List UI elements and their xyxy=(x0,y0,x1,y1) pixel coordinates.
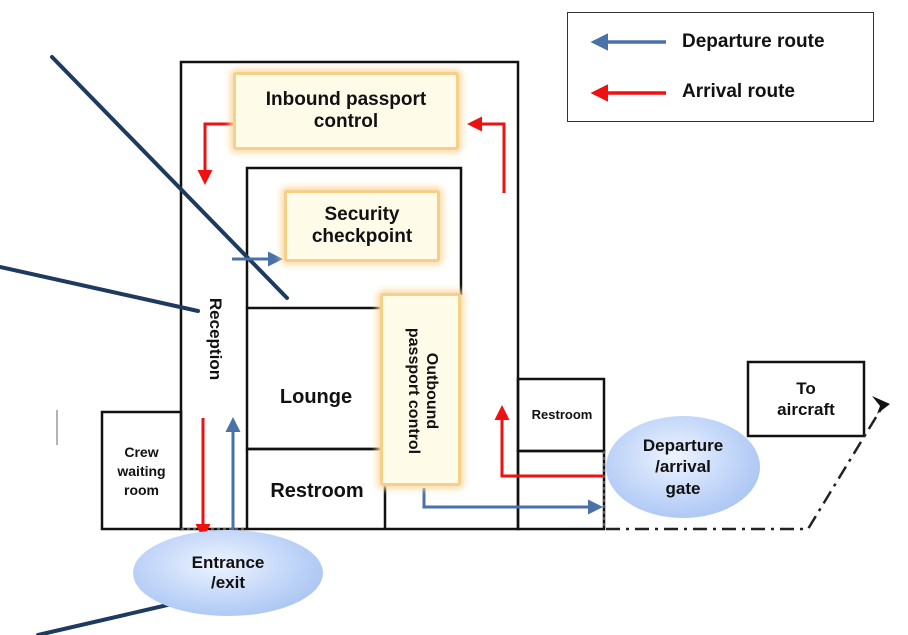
aircraft-icon xyxy=(872,396,890,414)
to-aircraft-label: To aircraft xyxy=(748,378,864,421)
lounge-outline xyxy=(245,306,387,451)
arrival-arrow-gate-up xyxy=(494,405,604,478)
security-wall xyxy=(245,166,463,308)
crew-room-outline xyxy=(100,410,183,531)
aircraft-path-line xyxy=(606,403,886,531)
callout-line-middle xyxy=(0,265,200,313)
outbound-passport-label: Outbound passport control xyxy=(400,301,440,481)
lounge-label: Lounge xyxy=(279,386,353,408)
to-aircraft-box xyxy=(746,360,866,438)
entrance-label-line2: /exit xyxy=(210,573,246,592)
arrival-route-label: Arrival route xyxy=(682,81,795,102)
restroom-side-label: Restroom xyxy=(531,407,593,422)
departure-arrow-to-gate xyxy=(422,488,603,515)
arrival-arrow-to-inbound xyxy=(467,116,506,193)
legend-box: Departure route Arrival route xyxy=(567,12,874,122)
crew-label-line3: room xyxy=(124,481,159,498)
crew-label-line2: waiting xyxy=(117,462,166,479)
legend-arrows xyxy=(590,33,666,102)
security-checkpoint: Security checkpoint xyxy=(284,190,440,262)
inbound-passport-control: Inbound passport control xyxy=(233,72,459,150)
crew-label-line1: Crew xyxy=(124,444,159,460)
security-label-line1: Security xyxy=(324,203,400,225)
reception-label: Reception xyxy=(206,297,225,381)
to-aircraft-line1: To xyxy=(796,379,816,398)
inbound-passport-label-line1: Inbound passport xyxy=(265,88,427,110)
inbound-passport-label-line2: control xyxy=(313,111,379,132)
gate-block-outline xyxy=(516,449,606,531)
callout-line-bottom xyxy=(36,598,191,635)
gate-label-line2: /arrival xyxy=(655,457,711,477)
outbound-label-line2: passport control xyxy=(404,327,422,455)
gate-label-line1: Departure xyxy=(642,436,724,456)
outbound-label-line1: Outbound xyxy=(423,352,440,430)
outbound-passport-control xyxy=(380,293,461,486)
departure-arrival-gate-oval: Departure /arrival gate xyxy=(606,416,760,518)
crew-waiting-room-label: Crew waiting room xyxy=(102,443,181,500)
to-aircraft-line2: aircraft xyxy=(777,400,835,420)
departure-route-label: Departure route xyxy=(682,31,825,52)
entrance-exit-oval: Entrance /exit xyxy=(133,530,323,616)
terminal-building-outline xyxy=(179,60,520,531)
gate-label-line3: gate xyxy=(665,478,701,498)
arrival-arrow-from-inbound xyxy=(197,122,234,185)
entrance-label-line1: Entrance xyxy=(191,552,265,572)
security-label-line2: checkpoint xyxy=(311,226,413,247)
restroom-main-label: Restroom xyxy=(270,480,364,502)
